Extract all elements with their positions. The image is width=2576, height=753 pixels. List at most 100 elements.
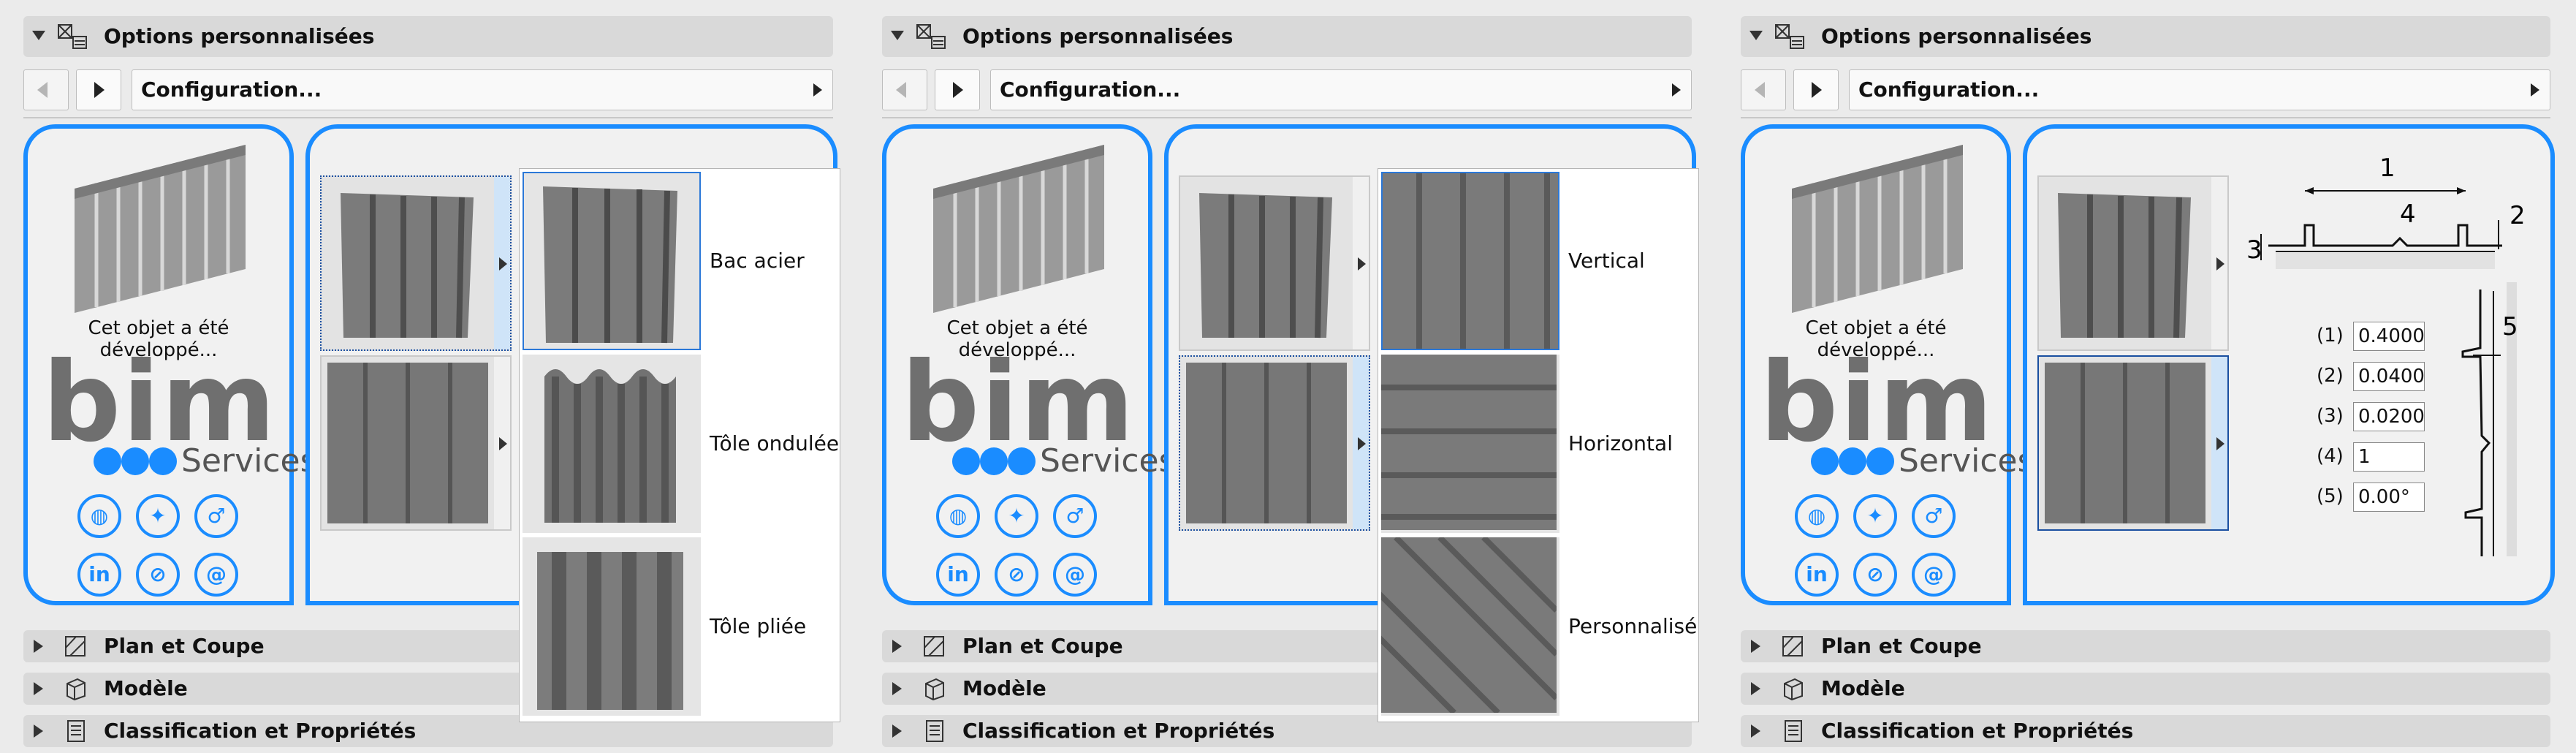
thumbnail-expand-strip[interactable] — [2211, 177, 2227, 349]
linkedin-icon[interactable]: in — [936, 553, 980, 597]
option-thumbnail — [523, 355, 701, 533]
back-arrow-icon — [1755, 82, 1765, 98]
twitter-icon[interactable]: ✦ — [995, 494, 1038, 538]
option-thumbnail — [1381, 355, 1559, 533]
section-plan-coupe[interactable]: Plan et Coupe — [1741, 630, 2550, 662]
expand-arrow-icon[interactable] — [1751, 682, 1760, 695]
linkedin-icon[interactable]: in — [77, 553, 121, 597]
side-profile-diagram: 5 — [2461, 282, 2518, 556]
parameter-input[interactable]: 1 — [2353, 442, 2425, 472]
configuration-dropdown[interactable]: Configuration... — [990, 69, 1692, 110]
expand-arrow-icon[interactable] — [892, 724, 902, 738]
expand-arrow-icon — [2216, 437, 2224, 450]
linkedin-icon[interactable]: in — [1795, 553, 1839, 597]
thumbnail-expand-strip[interactable] — [494, 357, 510, 529]
section-classification[interactable]: Classification et Propriétés — [882, 715, 1692, 747]
expand-arrow-icon[interactable] — [1751, 724, 1760, 738]
popup-option-2[interactable]: Tôle ondulée — [523, 355, 841, 533]
tag-icon[interactable]: ⊘ — [136, 553, 180, 597]
nav-forward-button[interactable] — [1793, 69, 1839, 110]
custom-options-header[interactable]: Options personnalisées — [1741, 16, 2550, 57]
option-thumbnail — [523, 172, 701, 350]
nav-back-button[interactable] — [1741, 69, 1786, 110]
back-arrow-icon — [37, 82, 48, 98]
tag-icon[interactable]: ⊘ — [1853, 553, 1897, 597]
expand-arrow-icon[interactable] — [892, 640, 902, 653]
pattern-thumbnail[interactable] — [2037, 355, 2229, 531]
configuration-dropdown[interactable]: Configuration... — [1849, 69, 2550, 110]
option-thumbnail — [523, 537, 701, 716]
twitter-icon[interactable]: ✦ — [136, 494, 180, 538]
header-title: Options personnalisées — [104, 24, 375, 48]
section-modele[interactable]: Modèle — [1741, 673, 2550, 705]
collapse-arrow-icon[interactable] — [891, 31, 904, 40]
bim-logo-text: bim — [901, 339, 1136, 466]
product-preview-image — [933, 145, 1104, 313]
globe-icon[interactable]: ◍ — [77, 494, 121, 538]
pattern-thumbnail[interactable] — [1179, 355, 1370, 531]
configuration-dropdown[interactable]: Configuration... — [132, 69, 833, 110]
thumbnail-expand-strip[interactable] — [1353, 357, 1369, 529]
globe-icon[interactable]: ◍ — [936, 494, 980, 538]
expand-arrow-icon[interactable] — [34, 640, 43, 653]
gender-icon[interactable]: ♂ — [1912, 494, 1956, 538]
option-label: Horizontal — [1568, 431, 1673, 455]
at-icon[interactable]: @ — [1053, 553, 1097, 597]
tag-icon[interactable]: ⊘ — [995, 553, 1038, 597]
option-preview-image — [537, 552, 683, 710]
developer-note: Cet objet a été développé... — [946, 317, 1088, 361]
section-classification[interactable]: Classification et Propriétés — [1741, 715, 2550, 747]
section-title: Plan et Coupe — [1821, 634, 1982, 658]
forward-arrow-icon — [953, 82, 963, 98]
logo-dot-icon — [94, 447, 121, 475]
expand-arrow-icon[interactable] — [892, 682, 902, 695]
globe-icon[interactable]: ◍ — [1795, 494, 1839, 538]
popup-option-3[interactable]: Tôle pliée — [523, 537, 841, 716]
gender-icon[interactable]: ♂ — [194, 494, 238, 538]
thumbnail-expand-strip[interactable] — [1353, 177, 1369, 349]
popup-option-1[interactable]: Bac acier — [523, 172, 841, 350]
parameter-input[interactable]: 0.00° — [2353, 483, 2425, 512]
custom-options-header[interactable]: Options personnalisées — [882, 16, 1692, 57]
pattern-thumbnail[interactable] — [320, 355, 512, 531]
cladding-type-thumbnail[interactable] — [2037, 175, 2229, 351]
cladding-type-thumbnail[interactable] — [320, 175, 512, 351]
parameter-input[interactable]: 0.0400 — [2353, 362, 2425, 391]
parameter-label: (5) — [2317, 485, 2344, 507]
parameter-input[interactable]: 0.0200 — [2353, 402, 2425, 431]
popup-option-2[interactable]: Horizontal — [1381, 355, 1700, 533]
at-icon[interactable]: @ — [1912, 553, 1956, 597]
twitter-icon[interactable]: ✦ — [1853, 494, 1897, 538]
expand-arrow-icon[interactable] — [1751, 640, 1760, 653]
option-label: Bac acier — [710, 249, 805, 273]
nav-forward-button[interactable] — [935, 69, 980, 110]
nav-back-button[interactable] — [882, 69, 927, 110]
parameter-input[interactable]: 0.4000 — [2353, 322, 2425, 351]
cladding-type-thumbnail[interactable] — [1179, 175, 1370, 351]
option-thumbnail — [1364, 535, 1559, 716]
gender-icon[interactable]: ♂ — [1053, 494, 1097, 538]
nav-back-button[interactable] — [23, 69, 69, 110]
popup-option-1[interactable]: Vertical — [1381, 172, 1700, 350]
at-icon[interactable]: @ — [194, 553, 238, 597]
collapse-arrow-icon[interactable] — [32, 31, 45, 40]
expand-arrow-icon[interactable] — [34, 724, 43, 738]
thumbnail-expand-strip[interactable] — [2211, 357, 2227, 529]
config-nav-row: Configuration... — [23, 69, 833, 110]
model-cube-icon — [925, 678, 944, 700]
dropdown-arrow-icon — [813, 83, 822, 97]
custom-options-header[interactable]: Options personnalisées — [23, 16, 833, 57]
divider — [23, 117, 833, 118]
thumbnail-expand-strip[interactable] — [494, 177, 510, 349]
nav-forward-button[interactable] — [76, 69, 121, 110]
dimension-label: 5 — [2502, 312, 2518, 341]
collapse-arrow-icon[interactable] — [1749, 31, 1763, 40]
logo-dot-icon — [980, 447, 1008, 475]
popup-option-3[interactable]: Personnalisé — [1364, 535, 1700, 716]
config-nav-row: Configuration... — [882, 69, 1692, 110]
logo-dot-icon — [952, 447, 980, 475]
options-panel: Options personnalisées Configuration... — [1717, 0, 2558, 753]
expand-arrow-icon[interactable] — [34, 682, 43, 695]
